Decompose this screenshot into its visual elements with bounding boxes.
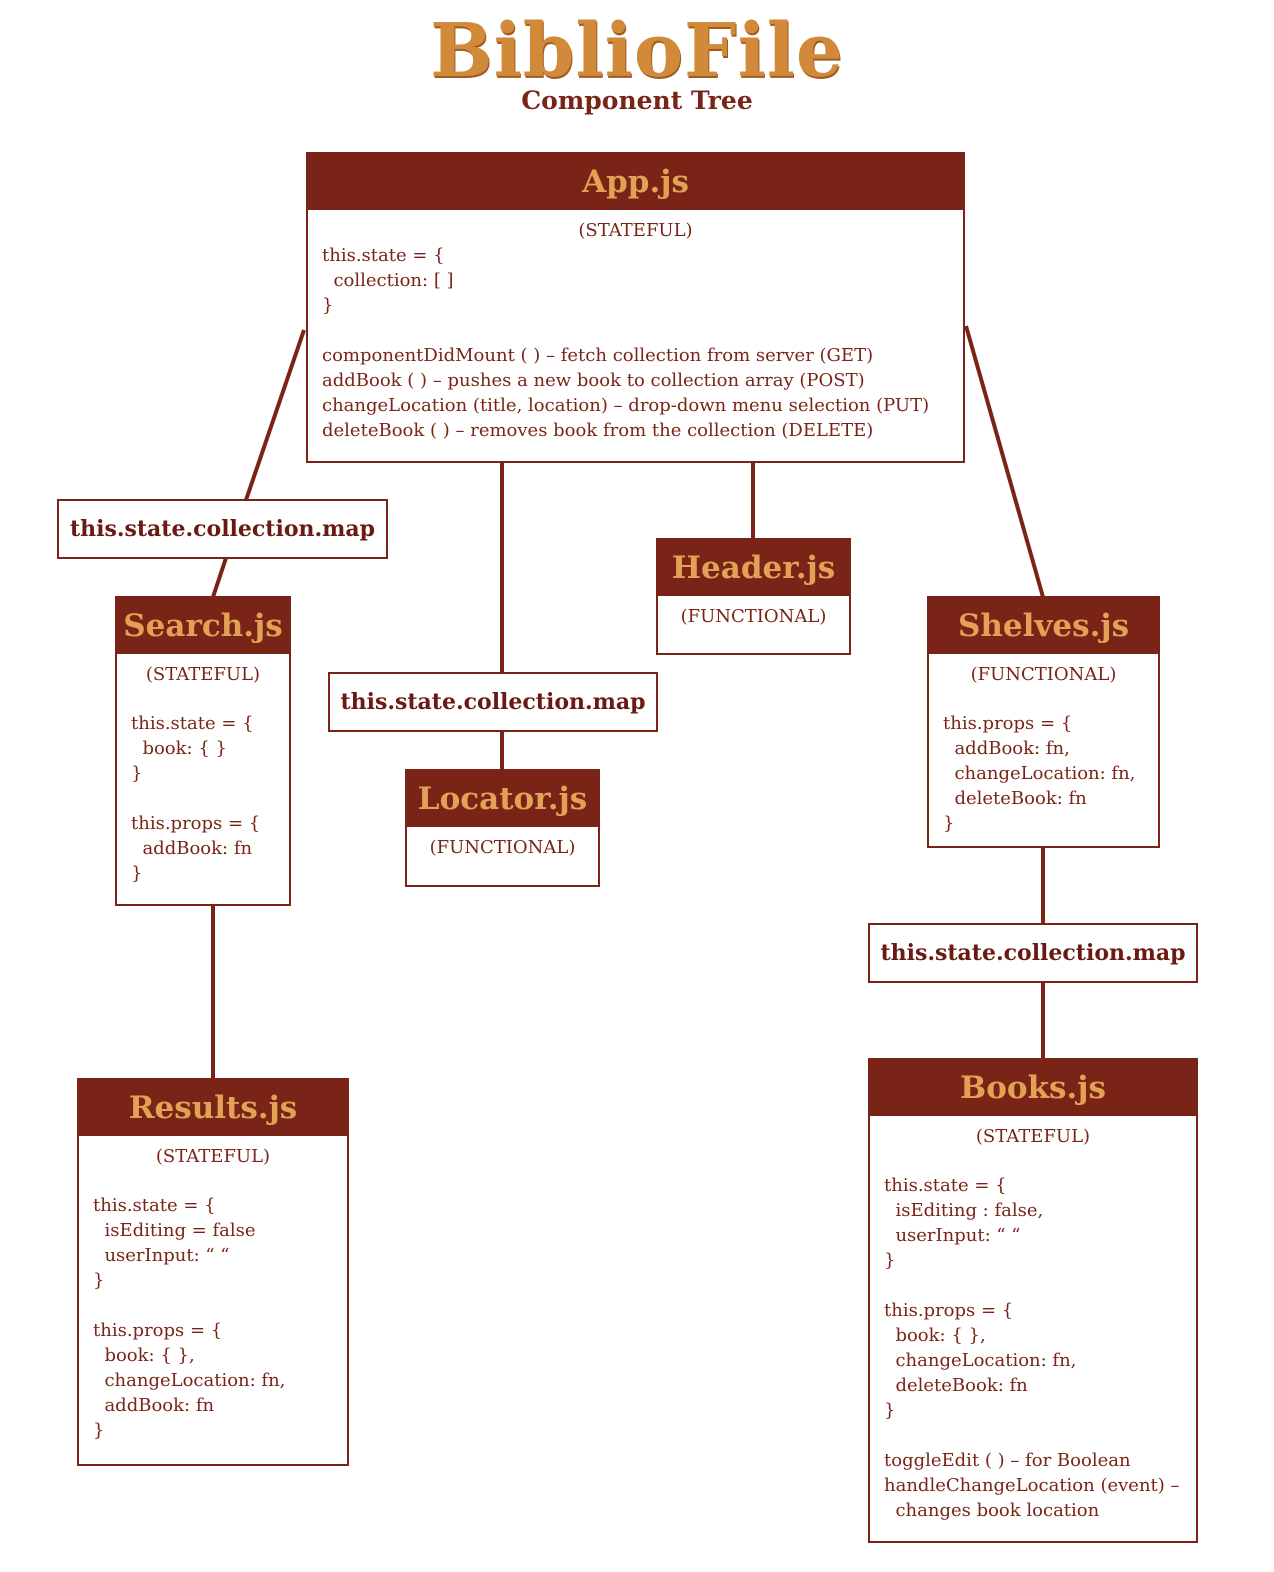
node-shelves-title: Shelves.js — [929, 598, 1158, 654]
node-results: Results.js (STATEFUL) this.state = { isE… — [77, 1078, 349, 1466]
node-shelves-type: (FUNCTIONAL) — [970, 664, 1117, 685]
node-app-type: (STATEFUL) — [578, 220, 693, 241]
node-search-type: (STATEFUL) — [145, 664, 261, 685]
diagram-title: BiblioFile — [430, 8, 844, 94]
node-books: Books.js (STATEFUL) this.state = { isEdi… — [868, 1058, 1198, 1543]
diagram-subtitle: Component Tree — [521, 86, 753, 115]
node-results-state: this.state = { isEditing = false userInp… — [93, 1195, 256, 1291]
map-label-left: this.state.collection.map — [57, 499, 388, 559]
node-results-title: Results.js — [79, 1080, 347, 1136]
node-books-methods: toggleEdit ( ) – for Boolean handleChang… — [884, 1450, 1180, 1521]
node-books-title: Books.js — [870, 1060, 1196, 1116]
map-label-middle: this.state.collection.map — [328, 672, 658, 732]
node-results-props: this.props = { book: { }, changeLocation… — [93, 1320, 286, 1441]
node-search-props: this.props = { addBook: fn } — [131, 813, 261, 884]
node-app: App.js (STATEFUL) this.state = { collect… — [306, 152, 965, 463]
node-header-title: Header.js — [658, 540, 849, 596]
node-shelves: Shelves.js (FUNCTIONAL) this.props = { a… — [927, 596, 1160, 848]
node-locator: Locator.js (FUNCTIONAL) — [405, 769, 600, 887]
node-search: Search.js (STATEFUL) this.state = { book… — [115, 596, 291, 906]
node-search-state: this.state = { book: { } } — [131, 713, 254, 784]
node-results-type: (STATEFUL) — [155, 1146, 271, 1167]
node-locator-type: (FUNCTIONAL) — [429, 837, 576, 858]
node-app-state: this.state = { collection: [ ] } — [322, 245, 454, 316]
node-books-state: this.state = { isEditing : false, userIn… — [884, 1175, 1044, 1271]
node-locator-title: Locator.js — [407, 771, 598, 827]
map-label-right: this.state.collection.map — [868, 923, 1198, 983]
connector-map-left-to-search — [211, 557, 228, 598]
node-search-title: Search.js — [117, 598, 289, 654]
node-shelves-props: this.props = { addBook: fn, changeLocati… — [943, 713, 1136, 834]
node-books-type: (STATEFUL) — [975, 1126, 1091, 1147]
node-header-type: (FUNCTIONAL) — [680, 606, 827, 627]
node-header: Header.js (FUNCTIONAL) — [656, 538, 851, 655]
connector-app-to-map-left — [244, 329, 306, 501]
node-books-props: this.props = { book: { }, changeLocation… — [884, 1300, 1077, 1421]
node-app-methods: componentDidMount ( ) – fetch collection… — [322, 345, 930, 441]
connector-app-to-shelves — [964, 325, 1045, 598]
node-app-title: App.js — [308, 154, 963, 210]
